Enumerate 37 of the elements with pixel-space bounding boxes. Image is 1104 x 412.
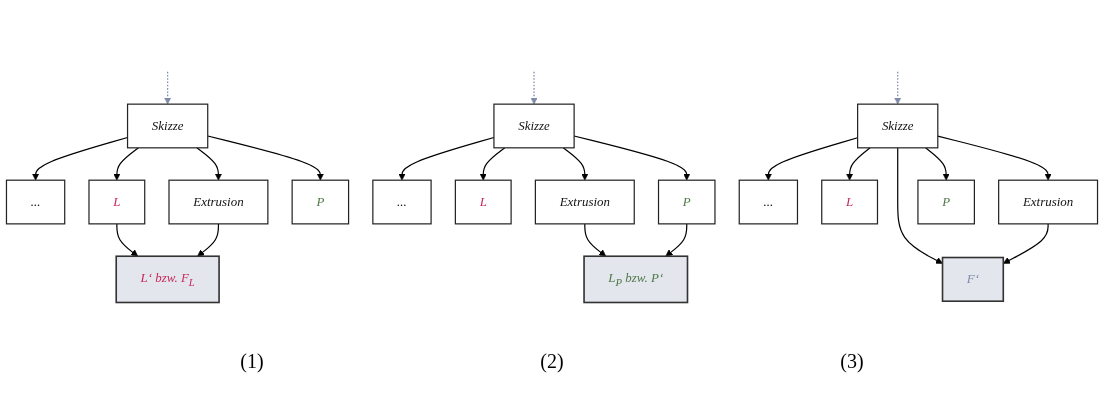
figure-number: (2) bbox=[540, 350, 564, 373]
node-box: Extrusion bbox=[534, 179, 635, 225]
node-box: Skizze bbox=[493, 103, 575, 149]
node-box: P bbox=[657, 179, 716, 225]
arrow bbox=[665, 223, 688, 257]
node-box: Extrusion bbox=[168, 179, 269, 225]
node-box: ... bbox=[738, 179, 799, 225]
node-box: P bbox=[917, 179, 975, 225]
arrow bbox=[562, 147, 589, 181]
arrow bbox=[846, 147, 871, 181]
arrow bbox=[197, 223, 220, 257]
figure-number: (3) bbox=[840, 350, 864, 373]
node-box: P bbox=[291, 179, 350, 225]
arrow bbox=[924, 147, 950, 181]
node-box: L bbox=[454, 179, 512, 225]
figure-number: (1) bbox=[240, 350, 264, 373]
node-box: Skizze bbox=[126, 103, 209, 149]
node-box: L bbox=[821, 179, 879, 225]
node-box: Skizze bbox=[857, 103, 939, 149]
node-box: F‘ bbox=[941, 256, 1005, 302]
arrow bbox=[196, 147, 222, 181]
node-box: ... bbox=[5, 179, 66, 225]
arrow bbox=[530, 71, 538, 105]
node-box: Extrusion bbox=[998, 179, 1099, 225]
arrow bbox=[116, 223, 139, 257]
arrow bbox=[584, 223, 607, 257]
arrow bbox=[207, 135, 324, 181]
arrow bbox=[479, 147, 506, 181]
node-box: ... bbox=[372, 179, 432, 225]
arrow bbox=[894, 71, 902, 105]
arrow bbox=[164, 71, 172, 105]
node-box: L$_{P}$ bzw. P‘ bbox=[583, 255, 689, 304]
arrow bbox=[897, 147, 943, 264]
node-box: L‘ bzw. F$_{L}$ bbox=[115, 255, 220, 304]
node-box: L bbox=[88, 179, 146, 225]
arrow bbox=[113, 147, 140, 181]
arrow bbox=[937, 135, 1052, 181]
